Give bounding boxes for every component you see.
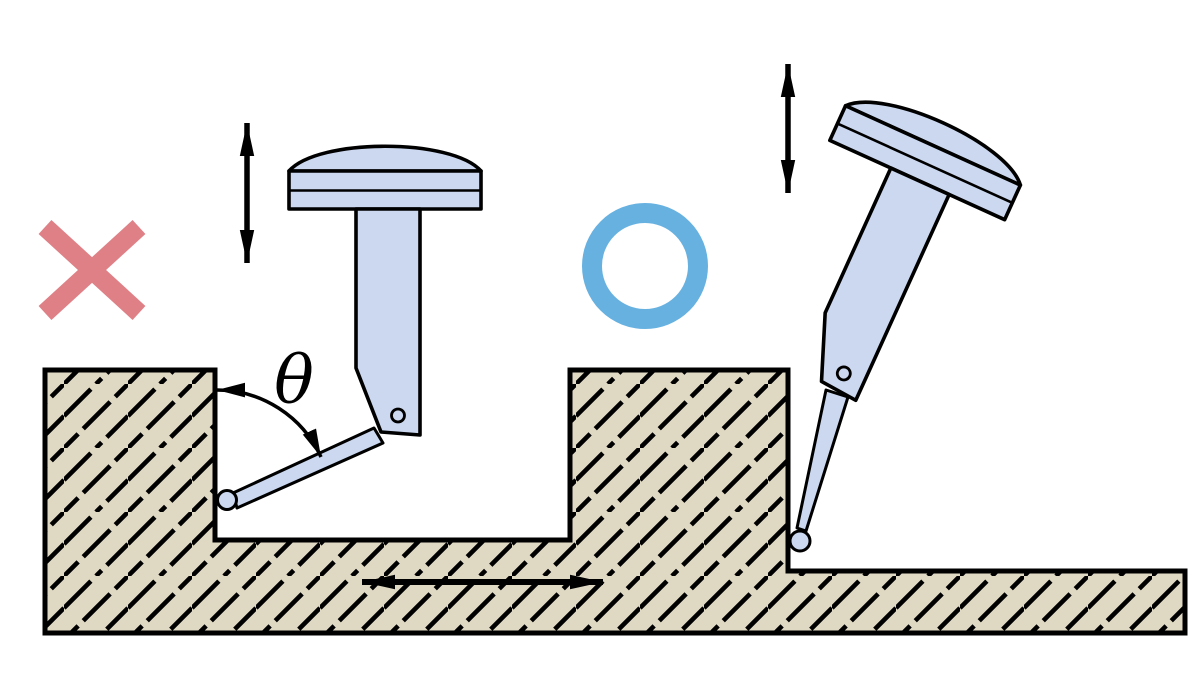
indicator-correct-angle — [734, 81, 1033, 553]
theta-angle-label: θ — [274, 342, 314, 419]
indicator-incorrect-angle — [216, 144, 483, 511]
correct-ring-mark-icon — [582, 203, 708, 329]
stylus-ball-tip — [788, 529, 812, 553]
incorrect-x-mark-icon — [38, 219, 146, 321]
stylus-arm — [231, 426, 385, 510]
angle-arc-arrow — [216, 382, 323, 458]
workpiece-cross-section — [42, 367, 1188, 636]
stylus-needle — [795, 388, 850, 533]
indicator-body — [287, 144, 483, 437]
stylus-ball-tip — [216, 489, 238, 511]
